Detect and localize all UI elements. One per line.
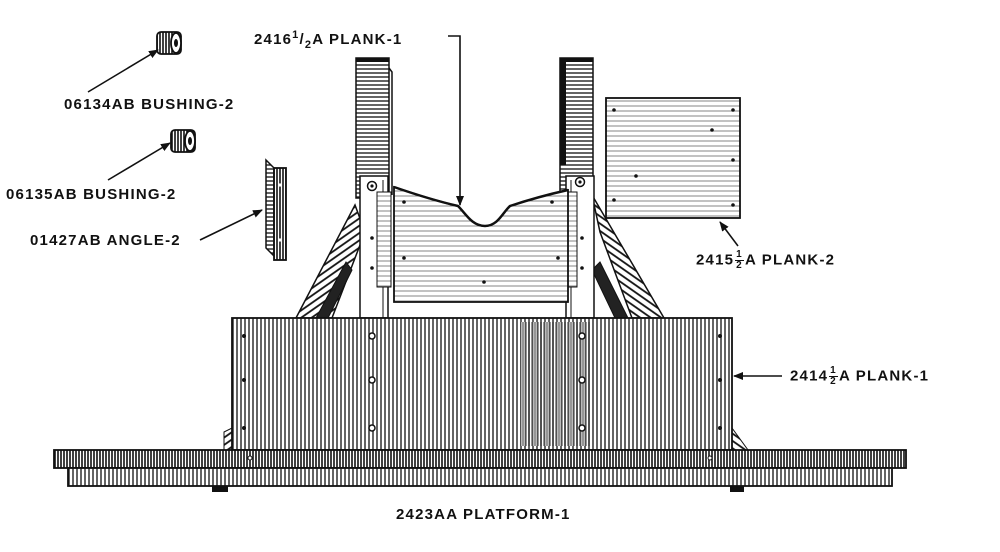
label-bushing-06135ab: 06135AB BUSHING-2 <box>6 186 177 203</box>
left-upright-post <box>355 57 393 319</box>
leader-plank-top <box>448 35 464 206</box>
label-bushing-06134ab: 06134AB BUSHING-2 <box>64 96 235 113</box>
bushing-lower <box>170 129 196 153</box>
top-notched-plank <box>393 185 569 303</box>
label-plank-2416-half-a: 24161/2A PLANK-1 <box>254 29 403 51</box>
angle-bracket <box>265 158 287 261</box>
leader-bushing-b <box>107 142 171 181</box>
leader-bushing-a <box>87 49 159 93</box>
label-platform-2423aa: 2423AA PLATFORM-1 <box>396 506 571 523</box>
leader-angle <box>199 209 263 241</box>
platform <box>53 449 907 492</box>
leader-plank-side <box>719 221 739 247</box>
side-plank <box>605 97 741 219</box>
front-plank <box>223 317 749 451</box>
label-angle-01427ab: 01427AB ANGLE-2 <box>30 232 181 249</box>
bushing-upper <box>156 31 182 55</box>
left-brace <box>294 203 366 319</box>
leader-lines <box>87 35 782 380</box>
